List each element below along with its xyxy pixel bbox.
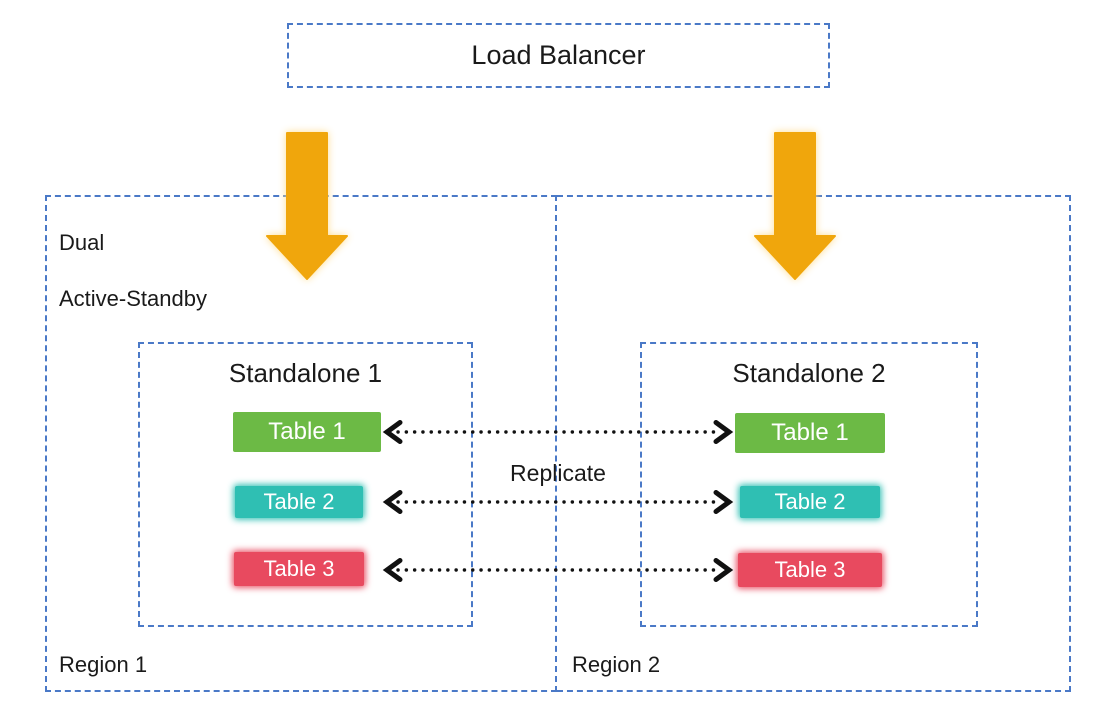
left-arrowhead-icon: [382, 420, 403, 444]
replicate-arrow-table-1: [382, 420, 734, 444]
region-2-label: Region 2: [572, 652, 661, 677]
annotation-line-1: Dual: [59, 230, 105, 255]
standalone-2-title: Standalone 2: [732, 358, 886, 388]
table-2-left: Table 2: [235, 486, 363, 518]
replicate-label: Replicate: [510, 460, 606, 486]
down-arrow-shape: [754, 132, 836, 280]
table-1-right: Table 1: [735, 413, 885, 453]
down-arrow-icon: [266, 132, 348, 280]
standalone-2-box: Standalone 2: [640, 342, 978, 627]
table-3-right: Table 3: [738, 553, 882, 587]
table-3-left: Table 3: [234, 552, 364, 586]
right-arrowhead-icon: [713, 490, 734, 514]
right-arrowhead-icon: [713, 558, 734, 582]
region-1-box: Dual Active-Standby Region 1: [45, 195, 557, 692]
annotation-line-2: Active-Standby: [59, 286, 207, 311]
replicate-arrow-table-2: [382, 490, 734, 514]
dual-active-standby-annotation: Dual Active-Standby: [59, 201, 207, 313]
down-arrow-shape: [266, 132, 348, 280]
table-2-right: Table 2: [740, 486, 880, 518]
left-arrowhead-icon: [382, 558, 403, 582]
region-1-label: Region 1: [59, 652, 148, 677]
load-balancer-label: Load Balancer: [471, 40, 646, 70]
standalone-1-box: Standalone 1: [138, 342, 473, 627]
replicate-arrow-table-3: [382, 558, 734, 582]
load-balancer-box: Load Balancer: [287, 23, 830, 88]
standalone-1-title: Standalone 1: [228, 358, 383, 388]
right-arrowhead-icon: [713, 420, 734, 444]
down-arrow-icon: [754, 132, 836, 280]
left-arrowhead-icon: [382, 490, 403, 514]
table-1-left: Table 1: [233, 412, 381, 452]
